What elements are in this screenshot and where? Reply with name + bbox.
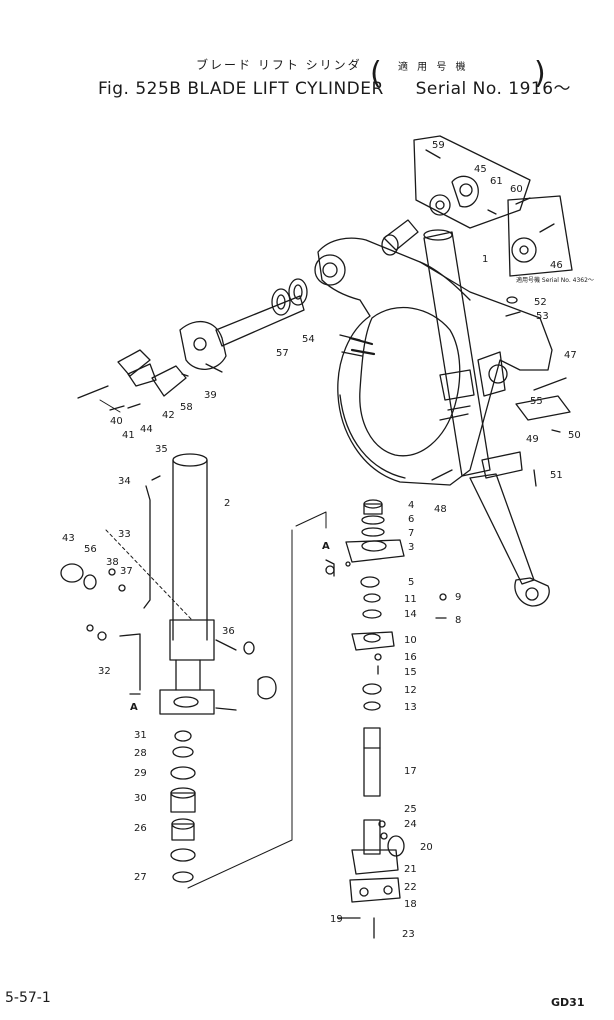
part-label: 41 — [122, 430, 135, 441]
leader-3 — [295, 511, 327, 529]
applicable-japanese: 適 用 号 機 — [398, 62, 469, 73]
part-label: 37 — [120, 566, 133, 577]
part-label: 15 — [404, 667, 417, 678]
part-label: 30 — [134, 793, 147, 804]
part-label: 11 — [404, 594, 417, 605]
part-label: 18 — [404, 899, 417, 910]
part-label: 51 — [550, 470, 563, 481]
part-label: 57 — [276, 348, 289, 359]
part-label: 34 — [118, 476, 131, 487]
part-label: 5 — [408, 577, 414, 588]
stack-left — [170, 730, 196, 883]
part-label: 9 — [455, 592, 461, 603]
part-label: 29 — [134, 768, 147, 779]
part-label: 26 — [134, 823, 147, 834]
part-label: 47 — [564, 350, 577, 361]
part-label: 13 — [404, 702, 417, 713]
part-label: 20 — [420, 842, 433, 853]
part-label: 1 — [482, 254, 488, 265]
part-label: 10 — [404, 635, 417, 646]
part-label: 12 — [404, 685, 417, 696]
page-number: 5-57-1 — [5, 990, 51, 1006]
lift-frame — [314, 237, 553, 486]
part-label: 24 — [404, 819, 417, 830]
fig-label: Fig. 525B BLADE LIFT CYLINDER — [98, 79, 384, 99]
part-label: 40 — [110, 416, 123, 427]
part-label: 44 — [140, 424, 153, 435]
middle-right-parts — [435, 593, 447, 619]
left-small-parts — [60, 563, 277, 711]
part-label: 28 — [134, 748, 147, 759]
part-label: 14 — [404, 609, 417, 620]
inset-lower — [507, 195, 573, 277]
serial-label: Serial No. 1916～ — [415, 79, 572, 99]
part-label: 8 — [455, 615, 461, 626]
part-label: 22 — [404, 882, 417, 893]
part-label: 42 — [162, 410, 175, 421]
part-label: 32 — [98, 666, 111, 677]
part-label: 25 — [404, 804, 417, 815]
part-label: 55 — [530, 396, 543, 407]
part-label: 3 — [408, 542, 414, 553]
part-label: 16 — [404, 652, 417, 663]
part-label: 19 — [330, 914, 343, 925]
part-label: 43 — [62, 533, 75, 544]
figure-title: Fig. 525B BLADE LIFT CYLINDER Serial No.… — [98, 74, 571, 99]
inset-note: 適用号機 Serial No. 4362～ — [516, 276, 594, 284]
view-marker-a: A — [130, 702, 138, 713]
title-japanese: ブレード リフト シリンダ — [196, 58, 362, 72]
part-label: 46 — [550, 260, 563, 271]
part-label: 60 — [510, 184, 523, 195]
bearing-caps — [77, 349, 189, 411]
part-label: 36 — [222, 626, 235, 637]
part-label: 45 — [474, 164, 487, 175]
part-label: 50 — [568, 430, 581, 441]
right-side-parts — [505, 296, 571, 487]
part-label: 6 — [408, 514, 414, 525]
middle-stack — [325, 499, 405, 939]
part-label: 56 — [84, 544, 97, 555]
part-label: 54 — [302, 334, 315, 345]
part-label: 7 — [408, 528, 414, 539]
part-label: 58 — [180, 402, 193, 413]
part-label: 39 — [204, 390, 217, 401]
part-label: 21 — [404, 864, 417, 875]
part-label: 2 — [224, 498, 230, 509]
part-label: 52 — [534, 297, 547, 308]
part-label: 35 — [155, 444, 168, 455]
close-paren: ) — [534, 56, 546, 91]
part-label: 49 — [526, 434, 539, 445]
part-label: 53 — [536, 311, 549, 322]
pipe-33 — [119, 475, 161, 695]
part-label: 4 — [408, 500, 414, 511]
view-marker-a: A — [322, 541, 330, 552]
part-label: 48 — [434, 504, 447, 515]
reference-line — [187, 529, 293, 889]
part-label: 17 — [404, 766, 417, 777]
part-label: 31 — [134, 730, 147, 741]
part-label: 59 — [432, 140, 445, 151]
column-2 — [159, 453, 215, 715]
pin-54-57-upper — [381, 219, 419, 256]
part-label: 27 — [134, 872, 147, 883]
drawing-code: GD31 — [551, 996, 585, 1009]
cylinder-1 — [423, 229, 550, 607]
part-label: 23 — [402, 929, 415, 940]
part-label: 38 — [106, 557, 119, 568]
part-number-labels: 1 2 3 4 5 6 7 8 9 10 11 12 13 14 15 16 1… — [62, 140, 581, 940]
yoke-shaft-39 — [179, 278, 308, 373]
part-label: 61 — [490, 176, 503, 187]
open-paren: ( — [370, 56, 382, 91]
part-label: 33 — [118, 529, 131, 540]
